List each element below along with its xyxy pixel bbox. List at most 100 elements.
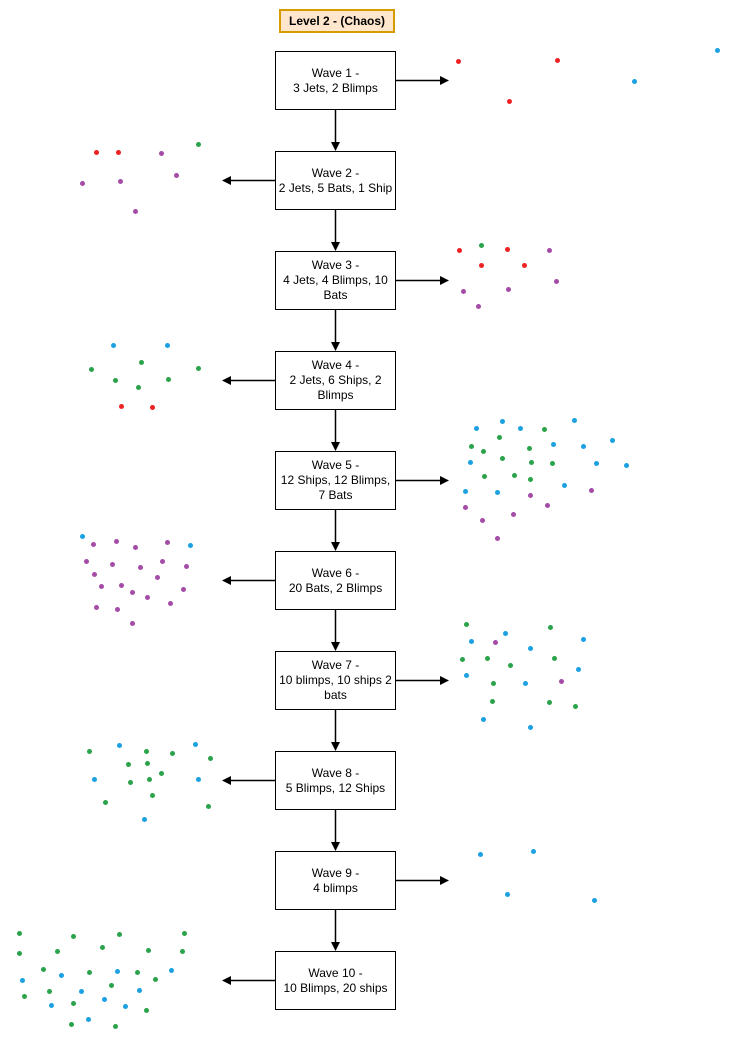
dot-ship bbox=[108, 982, 114, 988]
dot-jet bbox=[456, 247, 462, 253]
dot-ship bbox=[489, 698, 495, 704]
dot-ship bbox=[181, 930, 187, 936]
dot-bat bbox=[180, 586, 186, 592]
dot-ship bbox=[149, 792, 155, 798]
dot-ship bbox=[205, 803, 211, 809]
dot-bat bbox=[137, 564, 143, 570]
wave-box-label-line: 4 Jets, 4 Blimps, 10 bbox=[283, 273, 388, 287]
dot-ship bbox=[468, 443, 474, 449]
dot-blimp bbox=[192, 741, 198, 747]
dot-bat bbox=[129, 589, 135, 595]
dot-ship bbox=[16, 950, 22, 956]
dot-blimp bbox=[714, 47, 720, 53]
dot-blimp bbox=[463, 672, 469, 678]
dot-blimp bbox=[85, 1016, 91, 1022]
dot-blimp bbox=[580, 636, 586, 642]
dot-bat bbox=[462, 504, 468, 510]
dot-jet bbox=[521, 262, 527, 268]
dot-blimp bbox=[114, 968, 120, 974]
dot-bat bbox=[90, 541, 96, 547]
dot-ship bbox=[40, 966, 46, 972]
dot-ship bbox=[481, 473, 487, 479]
wave-box-label-line: bats bbox=[324, 688, 347, 702]
dot-bat bbox=[114, 606, 120, 612]
wave-box-label-line: Blimps bbox=[317, 388, 354, 402]
dot-bat bbox=[117, 178, 123, 184]
dot-ship bbox=[496, 434, 502, 440]
dot-ship bbox=[70, 1000, 76, 1006]
dot-ship bbox=[125, 761, 131, 767]
dot-ship bbox=[541, 426, 547, 432]
dot-blimp bbox=[91, 776, 97, 782]
level-title: Level 2 - (Chaos) bbox=[279, 9, 395, 33]
dot-blimp bbox=[631, 78, 637, 84]
dot-ship bbox=[507, 662, 513, 668]
dot-ship bbox=[158, 770, 164, 776]
dot-bat bbox=[83, 558, 89, 564]
dot-ship bbox=[459, 656, 465, 662]
dot-blimp bbox=[609, 437, 615, 443]
dot-ship bbox=[68, 1021, 74, 1027]
wave-box-label-line: 10 Blimps, 20 ships bbox=[283, 980, 388, 995]
wave-box-label-line: 2 Jets, 5 Bats, 1 Ship bbox=[278, 180, 393, 195]
dot-blimp bbox=[122, 1003, 128, 1009]
dot-ship bbox=[143, 1007, 149, 1013]
dot-blimp bbox=[522, 680, 528, 686]
dot-blimp bbox=[468, 638, 474, 644]
dot-bat bbox=[183, 563, 189, 569]
dot-bat bbox=[460, 288, 466, 294]
dot-ship bbox=[546, 699, 552, 705]
wave-box-label-line: 20 Bats, 2 Blimps bbox=[288, 580, 383, 595]
wave-box-label-line: 10 blimps, 10 ships 2 bbox=[279, 673, 392, 687]
dot-ship bbox=[143, 748, 149, 754]
wave-box-label-line: 12 Ships, 12 Blimps, bbox=[280, 473, 391, 487]
dot-bat bbox=[98, 583, 104, 589]
wave-box-label-line: 7 Bats bbox=[318, 488, 353, 502]
dot-bat bbox=[79, 180, 85, 186]
dot-blimp bbox=[477, 851, 483, 857]
dot-blimp bbox=[623, 462, 629, 468]
wave-box-label-line: 3 Jets, 2 Blimps bbox=[293, 80, 378, 95]
wave-box-label-line: 5 Blimps, 12 Ships bbox=[285, 780, 386, 795]
dot-bat bbox=[132, 208, 138, 214]
dot-jet bbox=[149, 404, 155, 410]
wave-box-6: Wave 6 -20 Bats, 2 Blimps bbox=[275, 551, 396, 610]
dot-bat bbox=[479, 517, 485, 523]
wave-box-2: Wave 2 -2 Jets, 5 Bats, 1 Ship bbox=[275, 151, 396, 210]
wave-box-8: Wave 8 -5 Blimps, 12 Ships bbox=[275, 751, 396, 810]
dot-blimp bbox=[141, 816, 147, 822]
dot-ship bbox=[527, 476, 533, 482]
dot-bat bbox=[159, 558, 165, 564]
dot-bat bbox=[544, 502, 550, 508]
wave-box-1: Wave 1 -3 Jets, 2 Blimps bbox=[275, 51, 396, 110]
dot-bat bbox=[158, 150, 164, 156]
dot-ship bbox=[145, 947, 151, 953]
dot-blimp bbox=[530, 848, 536, 854]
dot-ship bbox=[46, 988, 52, 994]
dot-blimp bbox=[504, 891, 510, 897]
wave-box-label-line: Wave 6 - bbox=[311, 565, 360, 580]
dot-ship bbox=[135, 384, 141, 390]
dot-ship bbox=[127, 779, 133, 785]
dot-ship bbox=[152, 976, 158, 982]
dot-blimp bbox=[195, 776, 201, 782]
dot-bat bbox=[553, 278, 559, 284]
dot-bat bbox=[588, 487, 594, 493]
dot-blimp bbox=[480, 716, 486, 722]
dot-blimp bbox=[58, 972, 64, 978]
dot-jet bbox=[93, 149, 99, 155]
dot-blimp bbox=[116, 742, 122, 748]
dot-blimp bbox=[591, 897, 597, 903]
wave-box-label-line: Wave 5 - bbox=[311, 458, 360, 472]
dot-ship bbox=[195, 141, 201, 147]
dot-blimp bbox=[527, 724, 533, 730]
dot-blimp bbox=[187, 542, 193, 548]
dot-bat bbox=[475, 303, 481, 309]
dot-bat bbox=[164, 539, 170, 545]
dot-ship bbox=[116, 931, 122, 937]
dot-blimp bbox=[168, 967, 174, 973]
dot-ship bbox=[88, 366, 94, 372]
